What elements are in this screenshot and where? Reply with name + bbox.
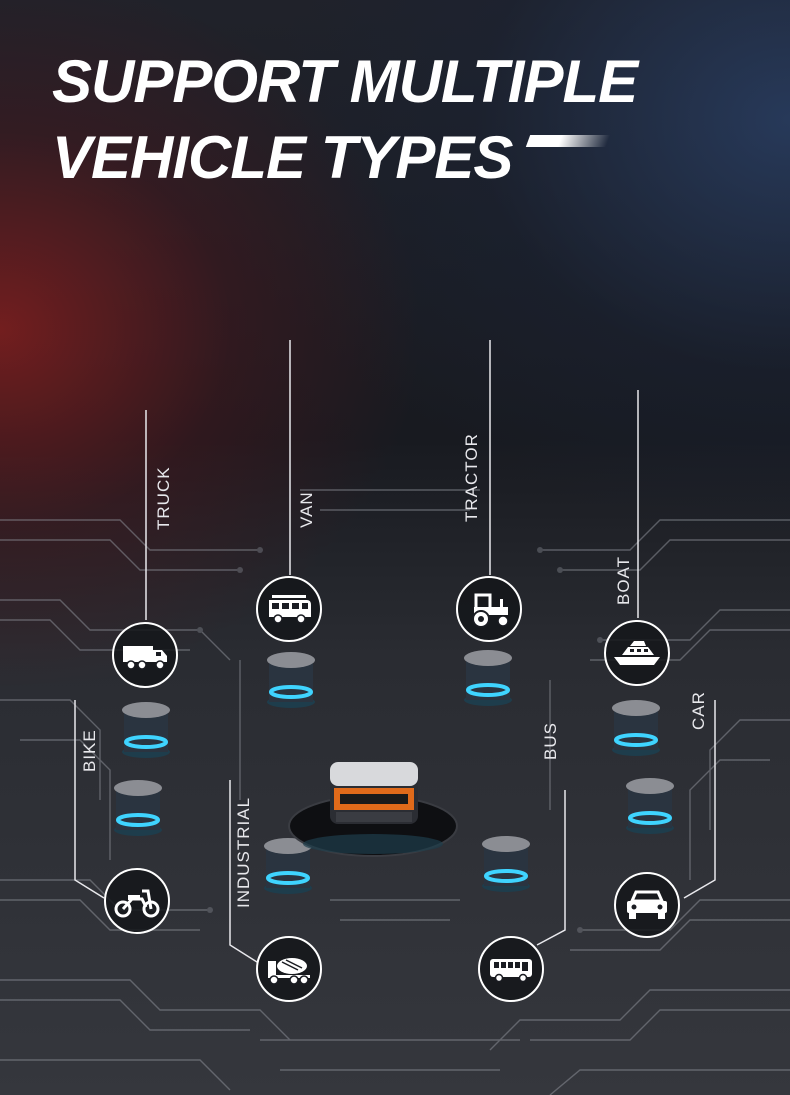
obd-device-on-platform bbox=[288, 762, 458, 857]
label-boat: BOAT bbox=[614, 555, 633, 605]
glow-pod bbox=[464, 650, 512, 706]
glow-pod bbox=[612, 700, 660, 756]
vehicle-bus-circle bbox=[478, 936, 544, 1002]
vehicle-van-circle bbox=[256, 576, 322, 642]
mixer-truck-icon bbox=[268, 958, 310, 985]
label-car: CAR bbox=[689, 691, 708, 730]
vehicle-tractor-circle bbox=[456, 576, 522, 642]
glow-pod bbox=[482, 836, 530, 892]
tractor-icon bbox=[472, 593, 509, 628]
glow-pod bbox=[114, 780, 162, 836]
label-industrial: INDUSTRIAL bbox=[234, 796, 253, 908]
headline: SUPPORT MULTIPLE VEHICLE TYPES bbox=[52, 44, 638, 196]
bus-icon bbox=[490, 959, 532, 983]
boat-icon bbox=[614, 641, 660, 665]
car-icon bbox=[627, 890, 667, 919]
vehicle-car-circle bbox=[614, 872, 680, 938]
glow-pod bbox=[122, 702, 170, 758]
vehicle-bike-circle bbox=[104, 868, 170, 934]
truck-icon bbox=[123, 646, 167, 670]
label-van: VAN bbox=[297, 491, 316, 528]
motorcycle-icon bbox=[114, 889, 160, 918]
headline-line1: SUPPORT MULTIPLE bbox=[52, 48, 638, 115]
label-bike: BIKE bbox=[80, 729, 99, 772]
glow-pod bbox=[626, 778, 674, 834]
headline-line2: VEHICLE TYPES bbox=[52, 124, 513, 191]
glow-pod bbox=[267, 652, 315, 708]
label-bus: BUS bbox=[541, 722, 560, 760]
vehicle-boat-circle bbox=[604, 620, 670, 686]
vehicle-industrial-circle bbox=[256, 936, 322, 1002]
van-icon bbox=[269, 595, 311, 624]
circuit-pattern bbox=[0, 489, 790, 1095]
label-truck: TRUCK bbox=[154, 466, 173, 530]
vehicle-truck-circle bbox=[112, 622, 178, 688]
label-tractor: TRACTOR bbox=[462, 433, 481, 522]
